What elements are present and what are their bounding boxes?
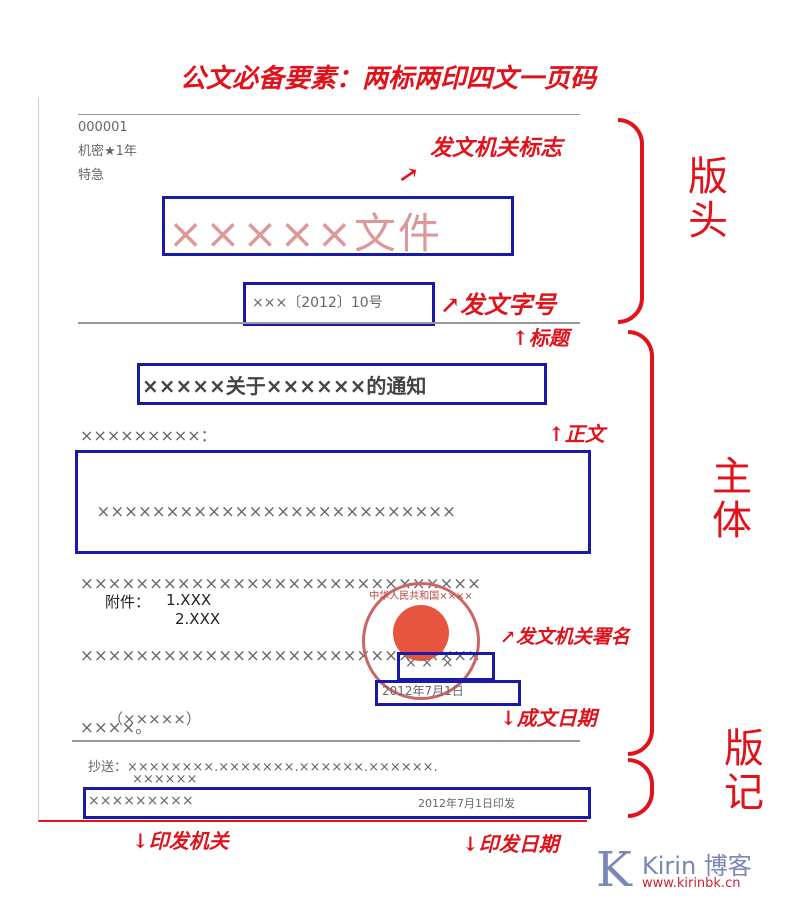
watermark-brand: Kirin 博客 <box>642 852 752 880</box>
annotation-doc-number-text: 发文字号 <box>460 290 557 319</box>
doc-number-box <box>243 282 435 326</box>
attachment-2: 2.XXX <box>175 610 221 628</box>
note: （×××××） <box>108 710 201 728</box>
annotation-body: ↑正文 <box>548 422 605 446</box>
page-heading: 公文必备要素：两标两印四文一页码 <box>180 64 597 94</box>
annotation-issue-date-text: 印发日期 <box>478 832 559 856</box>
watermark: K Kirin 博客 www.kirinbk.cn <box>596 842 752 898</box>
doc-number: ×××〔2012〕10号 <box>252 295 383 311</box>
official-seal: 中华人民共和国×××× <box>362 582 480 700</box>
doc-date: 2012年7月1日 <box>382 684 464 698</box>
brace-header <box>618 118 644 324</box>
annotation-date: ↓成文日期 <box>500 706 597 730</box>
salutation: ×××××××××： <box>80 426 217 445</box>
brace-main <box>628 330 654 756</box>
annotation-issue-date: ↓印发日期 <box>462 832 559 856</box>
issuer: ××××××××× <box>88 793 194 809</box>
date-box <box>375 680 521 706</box>
cc-line-2: ×××××× <box>132 772 198 787</box>
signature: × × × <box>405 655 454 671</box>
annotation-issuer-text: 印发机关 <box>148 829 229 853</box>
annotation-signature-text: 发文机关署名 <box>515 626 630 648</box>
emblem-icon <box>393 605 449 661</box>
document-page <box>38 98 587 822</box>
cc-line: 抄送：××××××××.×××××××.××××××.××××××. <box>88 760 438 775</box>
doc-title: ×××××关于××××××的通知 <box>142 374 427 398</box>
watermark-logo-icon: K <box>596 842 632 898</box>
org-mark: ×××××文件 <box>168 209 442 258</box>
annotation-doc-number: ↗发文字号 <box>440 290 557 319</box>
attachment-label: 附件： <box>105 593 151 611</box>
annotation-title: ↑标题 <box>512 326 569 350</box>
annotation-date-text: 成文日期 <box>516 706 597 730</box>
annotation-issuer: ↓印发机关 <box>132 829 229 853</box>
section-main: 主体 <box>712 454 752 544</box>
org-mark-box <box>162 196 514 256</box>
annotation-signature: ↗发文机关署名 <box>500 626 630 648</box>
annotation-body-text: 正文 <box>564 422 605 446</box>
issuer-box <box>83 787 591 819</box>
secret-level: 机密★1年 <box>78 144 137 159</box>
attachment-1: 1.XXX <box>166 591 212 609</box>
body-line: ×××××××××××××××××××××××××× <box>80 502 456 521</box>
urgency-level: 特急 <box>78 168 105 183</box>
issue-date: 2012年7月1日印发 <box>418 797 515 810</box>
body-line: ××××。 <box>80 718 152 737</box>
annotation-title-text: 标题 <box>528 326 569 350</box>
section-header: 版头 <box>688 154 728 244</box>
footer-rule <box>72 740 580 742</box>
body-box <box>75 450 591 554</box>
signature-box <box>397 652 495 681</box>
top-rule <box>78 114 580 115</box>
brace-footer <box>628 758 654 818</box>
watermark-url: www.kirinbk.cn <box>642 876 741 891</box>
section-footer: 版记 <box>724 726 764 816</box>
serial-number: 000001 <box>78 120 128 135</box>
seal-text: 中华人民共和国×××× <box>369 591 473 602</box>
title-box <box>137 363 547 405</box>
body-line: ××××××××××××××××××××××××××××× <box>80 574 481 593</box>
annotation-org-mark: 发文机关标志 <box>430 135 563 161</box>
header-rule <box>78 322 580 324</box>
